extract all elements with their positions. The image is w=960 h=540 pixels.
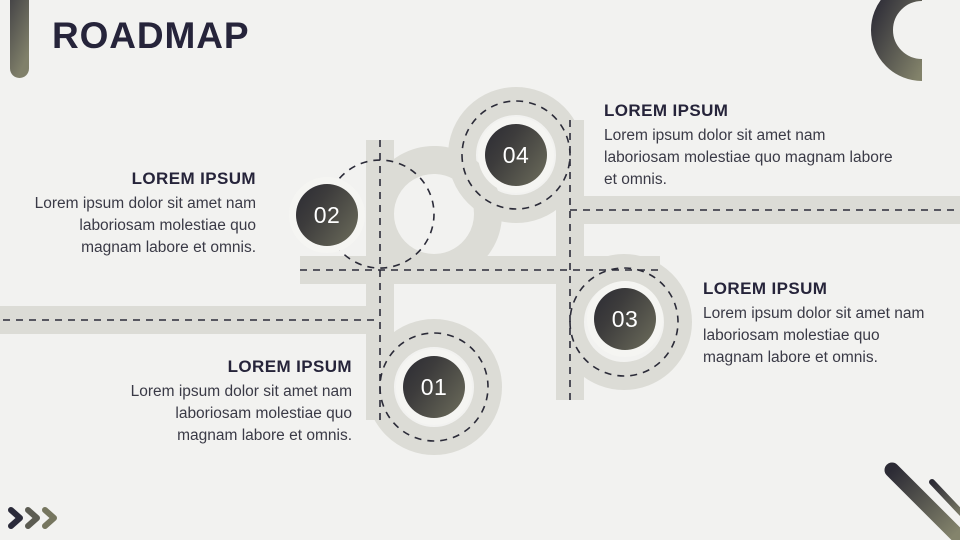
dash-loop-01: [379, 332, 489, 442]
milestone-text-02: LOREM IPSUM Lorem ipsum dolor sit amet n…: [24, 168, 256, 259]
page-title: ROADMAP: [52, 15, 250, 56]
milestone-body-01: Lorem ipsum dolor sit amet nam laboriosa…: [130, 383, 352, 445]
milestone-node-01[interactable]: 01: [403, 356, 465, 418]
milestone-title-03: LOREM IPSUM: [703, 279, 828, 298]
milestone-text-01: LOREM IPSUM Lorem ipsum dolor sit amet n…: [120, 356, 352, 447]
milestone-text-04: LOREM IPSUM Lorem ipsum dolor sit amet n…: [604, 100, 904, 191]
milestone-text-03: LOREM IPSUM Lorem ipsum dolor sit amet n…: [703, 278, 935, 369]
milestone-title-04: LOREM IPSUM: [604, 101, 729, 120]
dash-loop-02: [325, 159, 435, 269]
milestone-node-02[interactable]: 02: [296, 184, 358, 246]
milestone-node-04[interactable]: 04: [485, 124, 547, 186]
road-dashed-lines: [0, 100, 960, 442]
dash-loop-03: [569, 267, 679, 377]
milestone-body-02: Lorem ipsum dolor sit amet nam laboriosa…: [34, 195, 256, 257]
milestone-body-03: Lorem ipsum dolor sit amet nam laboriosa…: [703, 305, 925, 367]
milestone-title-01: LOREM IPSUM: [227, 357, 352, 376]
milestone-body-04: Lorem ipsum dolor sit amet nam laboriosa…: [604, 127, 893, 189]
dash-loop-04: [461, 100, 571, 210]
milestone-node-03[interactable]: 03: [594, 288, 656, 350]
milestone-title-02: LOREM IPSUM: [131, 169, 256, 188]
